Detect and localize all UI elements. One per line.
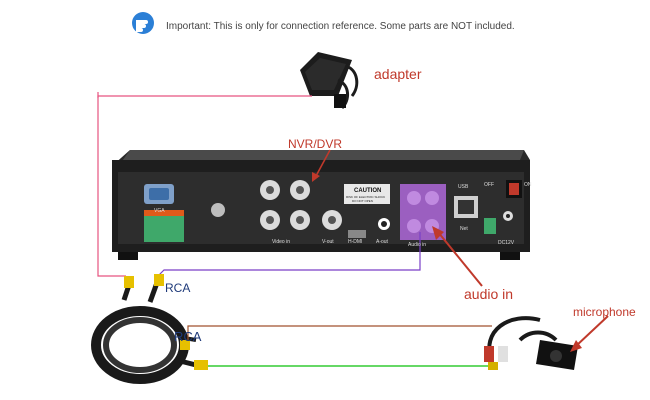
panel-label-off: OFF — [484, 182, 494, 188]
nvr-dvr-arrow — [312, 149, 331, 182]
power-wire — [97, 95, 312, 277]
panel-label-net: Net — [460, 226, 468, 232]
mic-audio-wire — [187, 325, 492, 340]
panel-label-hdmi: H-DMI — [348, 239, 362, 245]
panel-label-usb: USB — [458, 184, 469, 190]
audio-wire — [157, 232, 421, 277]
cable-coil — [91, 274, 208, 384]
nvr-dvr-device — [112, 150, 530, 260]
panel-label-dc: DC12V — [498, 240, 515, 246]
hand-pointer-icon — [132, 12, 154, 34]
label-rca-top: RCA — [165, 281, 191, 295]
panel-label-caution-sub1: RISK OF ELECTRIC SHOCK — [346, 195, 385, 199]
microphone-arrow — [570, 315, 609, 352]
panel-label-caution: CAUTION — [354, 188, 381, 194]
panel-label-audio-in: Audio in — [408, 242, 426, 248]
panel-label-video-in: Video in — [272, 239, 290, 245]
panel-label-a-out: A-out — [376, 239, 389, 245]
label-microphone: microphone — [573, 305, 636, 319]
panel-label-vga: VGA — [154, 208, 165, 214]
label-nvr-dvr: NVR/DVR — [288, 137, 343, 151]
panel-label-on: ON — [524, 182, 532, 188]
power-adapter — [300, 52, 359, 110]
label-audio-in: audio in — [464, 286, 514, 302]
connection-notice: Important: This is only for connection r… — [166, 21, 515, 32]
panel-label-caution-sub2: DO NOT OPEN — [352, 199, 373, 203]
microphone-device — [484, 316, 578, 370]
panel-label-v-out: V-out — [322, 239, 334, 245]
audio-in-arrow — [432, 226, 483, 287]
label-rca-bottom: RCA — [174, 329, 202, 344]
label-adapter: adapter — [374, 66, 422, 82]
